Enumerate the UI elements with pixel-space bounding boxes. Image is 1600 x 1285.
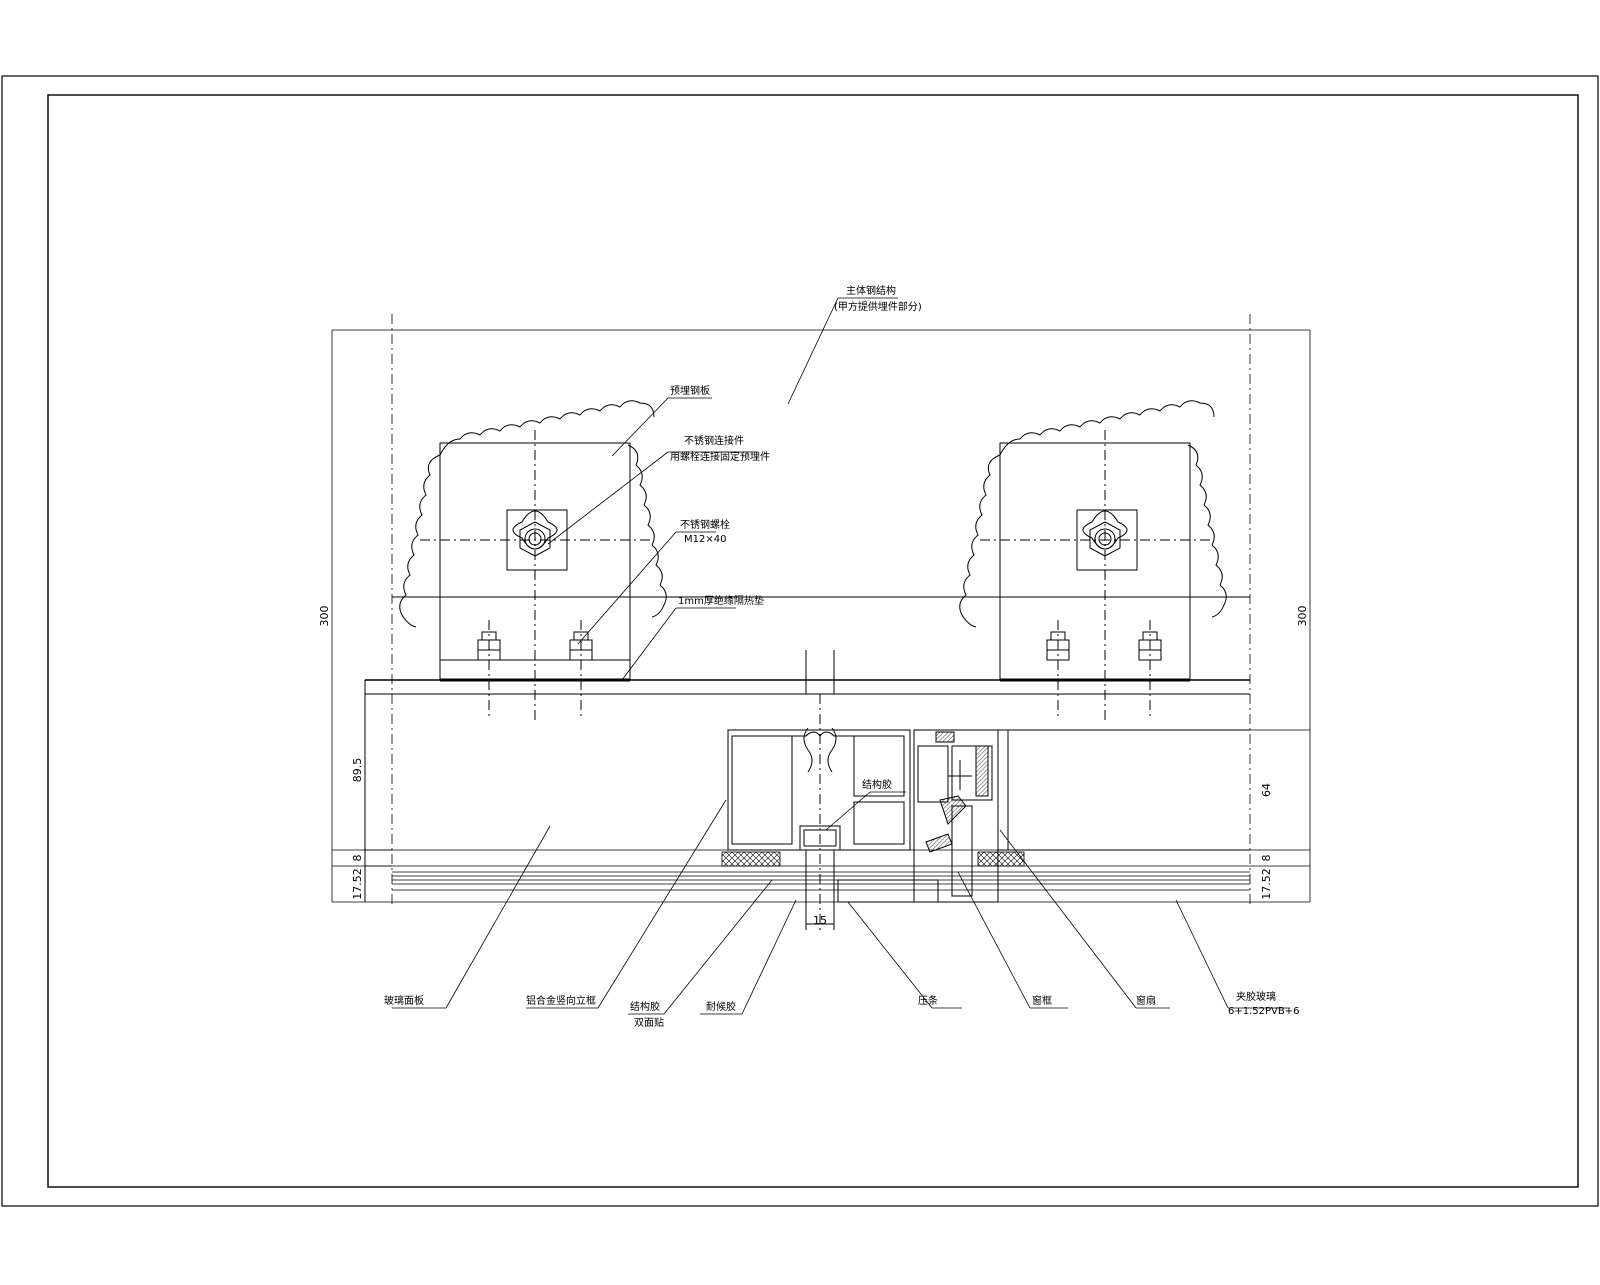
glazing-layers	[365, 849, 1250, 891]
vent-frame	[913, 729, 1250, 903]
label-stainless-nut-1: 不锈钢螺栓	[680, 518, 730, 531]
leader-lines	[392, 297, 1290, 1015]
dimension-ticks	[332, 693, 1310, 867]
label-embed-plate: 预埋钢板	[670, 384, 710, 397]
dim-8-right: 8	[1260, 855, 1273, 862]
label-glazing-2: 6+1.52PVB+6	[1228, 1006, 1299, 1017]
dim-300-left: 300	[318, 606, 331, 627]
dim-300-right: 300	[1296, 606, 1309, 627]
left-bracket	[399, 400, 667, 720]
dim-64: 64	[1260, 783, 1273, 797]
label-weather-sealant: 耐候胶	[706, 1000, 736, 1013]
aluminum-mullion	[727, 694, 939, 930]
label-structural-sealant: 结构胶	[862, 778, 892, 791]
dim-15: 15	[813, 914, 827, 927]
label-vent-frame: 窗框	[1032, 994, 1052, 1007]
label-insulation-pad: 1mm厚绝缘隔热垫	[678, 594, 764, 607]
left-spacer-tape	[721, 851, 781, 867]
right-spacer-tape	[977, 851, 1025, 867]
label-pressure-cap: 压条	[918, 994, 938, 1007]
label-sealant-tape-2: 双面贴	[634, 1016, 664, 1029]
inner-border	[47, 94, 1579, 1188]
dim-17-52-right: 17.52	[1260, 868, 1273, 900]
label-vent-sash: 窗扇	[1136, 994, 1156, 1007]
label-sealant-tape-1: 结构胶	[630, 1000, 660, 1013]
outer-border	[1, 75, 1599, 1207]
dim-17-52-left: 17.52	[351, 868, 364, 900]
right-bracket	[959, 400, 1227, 720]
label-glazing-1: 夹胶玻璃	[1236, 990, 1276, 1003]
dim-8-left: 8	[351, 855, 364, 862]
dim-89-5: 89.5	[351, 758, 364, 783]
label-glass-panel: 玻璃面板	[384, 994, 424, 1007]
label-stainless-bolt-1: 不锈钢连接件	[684, 434, 744, 447]
label-main-structure-1: 主体钢结构	[846, 284, 896, 297]
label-main-structure-2: (甲方提供埋件部分)	[834, 300, 922, 313]
label-stainless-nut-2: M12×40	[684, 534, 726, 545]
overall-dimensions	[331, 314, 1311, 906]
label-stainless-bolt-2: 用螺栓连接固定预埋件	[670, 450, 770, 463]
label-aluminum-mullion: 铝合金竖向立框	[526, 994, 596, 1007]
